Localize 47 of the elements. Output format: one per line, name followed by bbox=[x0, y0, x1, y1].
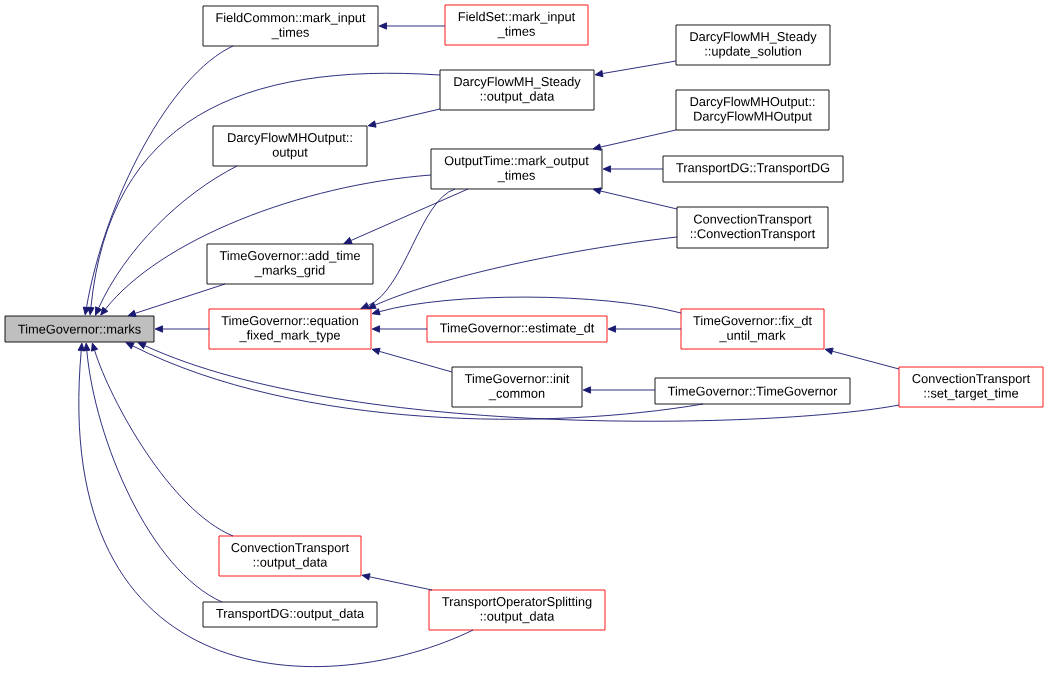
call-arrow bbox=[360, 188, 456, 310]
call-arrow bbox=[125, 342, 704, 420]
function-box: OutputTime::mark_output _times bbox=[430, 148, 603, 190]
call-arrow bbox=[343, 188, 469, 244]
call-arrow bbox=[592, 129, 677, 151]
call-arrow bbox=[378, 22, 446, 30]
call-arrow bbox=[82, 45, 234, 316]
function-box: FieldSet::mark_input _times bbox=[444, 4, 589, 46]
function-box: TransportDG::output_data bbox=[202, 601, 378, 628]
call-arrow bbox=[127, 283, 226, 317]
function-box: DarcyFlowMHOutput:: output bbox=[212, 125, 368, 167]
call-arrow bbox=[824, 347, 900, 370]
function-box: ConvectionTransport ::ConvectionTransport bbox=[676, 206, 829, 249]
call-arrow bbox=[83, 342, 223, 603]
call-arrow bbox=[367, 236, 678, 309]
function-box: TransportOperatorSplitting ::output_data bbox=[428, 589, 606, 631]
function-box: ConvectionTransport ::set_target_time bbox=[898, 366, 1044, 408]
call-arrow bbox=[582, 386, 656, 394]
function-box: DarcyFlowMH_Steady ::output_data bbox=[439, 69, 595, 111]
call-arrow bbox=[367, 108, 441, 128]
call-arrow bbox=[602, 165, 664, 173]
function-box: TimeGovernor::add_time _marks_grid bbox=[206, 243, 374, 285]
function-box: FieldCommon::mark_input _times bbox=[202, 5, 379, 47]
call-arrow bbox=[371, 347, 453, 373]
function-box: TimeGovernor::init _common bbox=[451, 366, 583, 408]
call-arrow bbox=[87, 72, 441, 316]
call-arrow bbox=[361, 573, 433, 591]
function-box: DarcyFlowMH_Steady ::update_solution bbox=[675, 24, 831, 66]
current-function-box: TimeGovernor::marks bbox=[4, 315, 155, 343]
call-arrow bbox=[592, 187, 678, 210]
call-arrow bbox=[91, 342, 234, 537]
function-box: DarcyFlowMHOutput:: DarcyFlowMHOutput bbox=[675, 89, 830, 131]
call-arrow bbox=[371, 296, 682, 316]
call-arrow bbox=[95, 165, 238, 316]
function-box: TimeGovernor::equation _fixed_mark_type bbox=[208, 308, 372, 350]
call-arrow bbox=[607, 325, 682, 333]
call-arrow bbox=[154, 325, 210, 333]
function-box: TimeGovernor::fix_dt _until_mark bbox=[680, 308, 825, 350]
function-box: TimeGovernor::estimate_dt bbox=[426, 315, 608, 343]
call-arrow bbox=[137, 342, 900, 422]
call-arrow bbox=[371, 325, 428, 333]
call-arrow bbox=[77, 342, 474, 667]
call-arrow bbox=[100, 174, 432, 316]
call-arrow bbox=[594, 60, 677, 78]
function-box: ConvectionTransport ::output_data bbox=[218, 535, 362, 577]
function-box: TransportDG::TransportDG bbox=[662, 155, 844, 183]
function-box: TimeGovernor::TimeGovernor bbox=[654, 377, 851, 405]
